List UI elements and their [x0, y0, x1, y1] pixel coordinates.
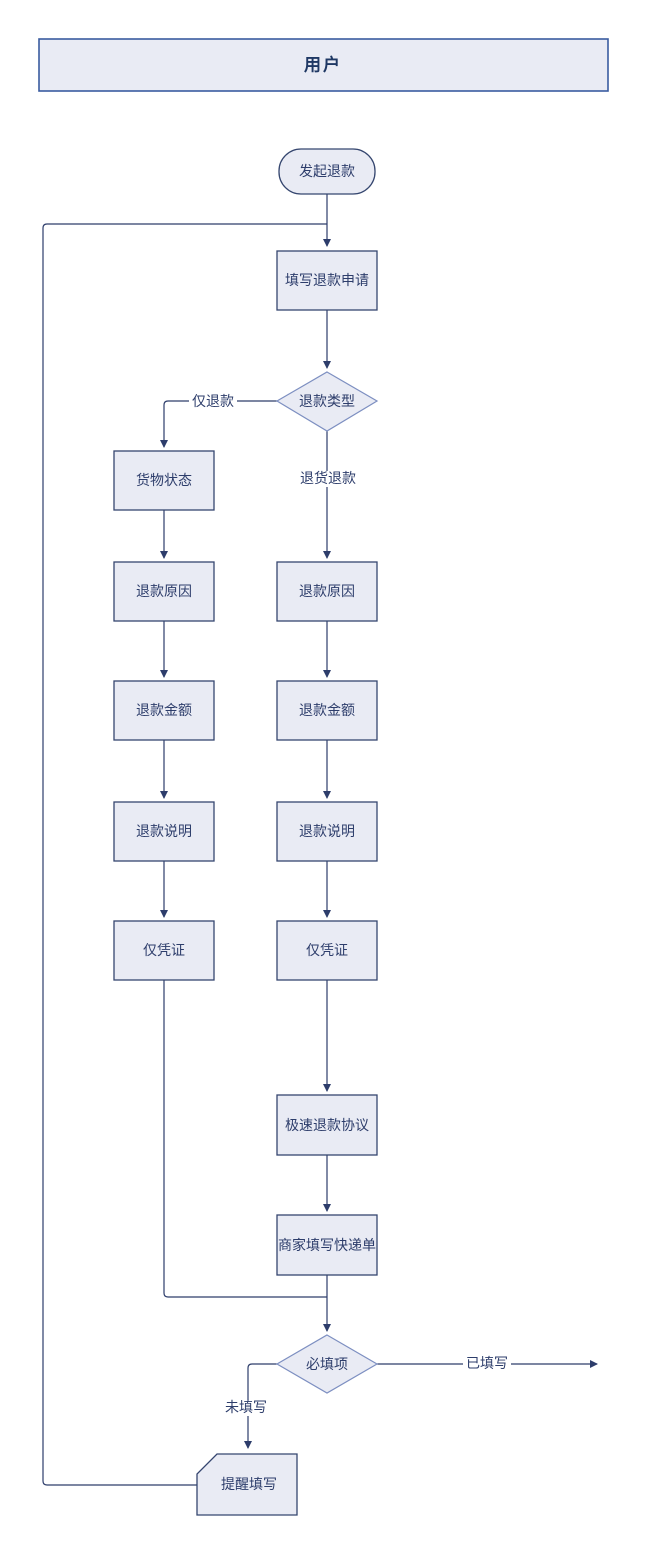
express-agreement-label: 极速退款协议 [285, 1118, 369, 1134]
required-fields-diamond-shape [275, 1334, 379, 1394]
edge-label-return-refund: 退货退款 [297, 471, 359, 487]
required-fields-label: 必填项 [306, 1357, 348, 1373]
remind-fill-label: 提醒填写 [221, 1477, 277, 1493]
goods-status-label: 货物状态 [136, 473, 192, 489]
refund-note-left-label: 退款说明 [136, 824, 192, 840]
edge-refund-only-branch [160, 400, 277, 448]
refund-amount-left-label: 退款金额 [136, 703, 192, 719]
goods-status-shape [113, 450, 215, 511]
refund-amount-left-shape [113, 680, 215, 741]
voucher-right-shape [276, 920, 378, 981]
remind-fill-card-shape [196, 1453, 298, 1516]
merchant-express-label: 商家填写快递单 [278, 1238, 376, 1254]
refund-note-left-shape [113, 801, 215, 862]
voucher-left-shape [113, 920, 215, 981]
refund-type-label: 退款类型 [299, 394, 355, 410]
start-node-label: 发起退款 [299, 164, 355, 180]
refund-amount-right-shape [276, 680, 378, 741]
voucher-right-label: 仅凭证 [306, 943, 348, 959]
edge-label-not-filled: 未填写 [222, 1400, 270, 1416]
edge-label-refund-only: 仅退款 [189, 394, 237, 410]
edge-not-filled-to-remind [244, 1363, 277, 1449]
voucher-left-label: 仅凭证 [143, 943, 185, 959]
refund-type-diamond-shape [275, 371, 379, 432]
refund-amount-right-label: 退款金额 [299, 703, 355, 719]
express-agreement-shape [276, 1094, 378, 1156]
refund-reason-left-shape [113, 561, 215, 622]
merchant-express-shape [276, 1214, 378, 1276]
refund-note-right-label: 退款说明 [299, 824, 355, 840]
refund-reason-left-label: 退款原因 [136, 584, 192, 600]
refund-reason-right-label: 退款原因 [299, 584, 355, 600]
lane-title: 用户 [304, 55, 342, 76]
edge-loopback-remind-to-fill [42, 223, 327, 1486]
fill-application-label: 填写退款申请 [285, 273, 369, 289]
start-shape [278, 148, 376, 195]
fill-application-shape [276, 250, 378, 311]
refund-note-right-shape [276, 801, 378, 862]
edge-label-filled: 已填写 [463, 1356, 511, 1372]
lane-header-shape [38, 38, 609, 92]
edge-left-voucher-merge [163, 980, 327, 1298]
refund-reason-right-shape [276, 561, 378, 622]
